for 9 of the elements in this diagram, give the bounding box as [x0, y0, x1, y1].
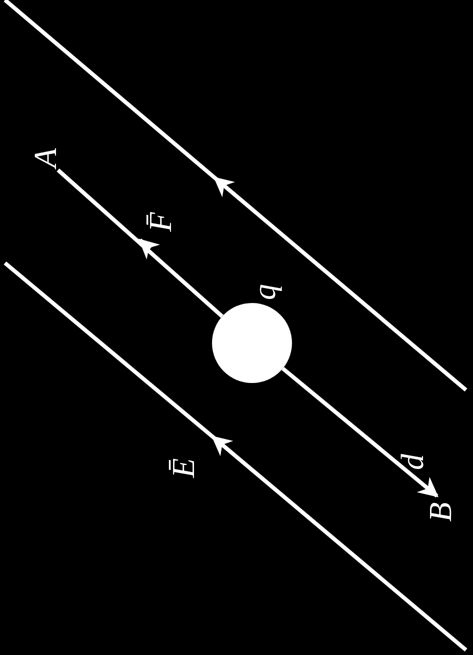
path-line: [56, 168, 224, 318]
edge-label: d: [396, 454, 428, 470]
point-label: B: [424, 502, 456, 522]
displacement-arrow: [282, 366, 439, 498]
field-label: Ē: [167, 458, 199, 478]
charge-circle: [212, 303, 292, 383]
point-label: A: [29, 148, 61, 168]
field-label: F̄: [144, 212, 176, 232]
charge-label: q: [248, 284, 280, 300]
